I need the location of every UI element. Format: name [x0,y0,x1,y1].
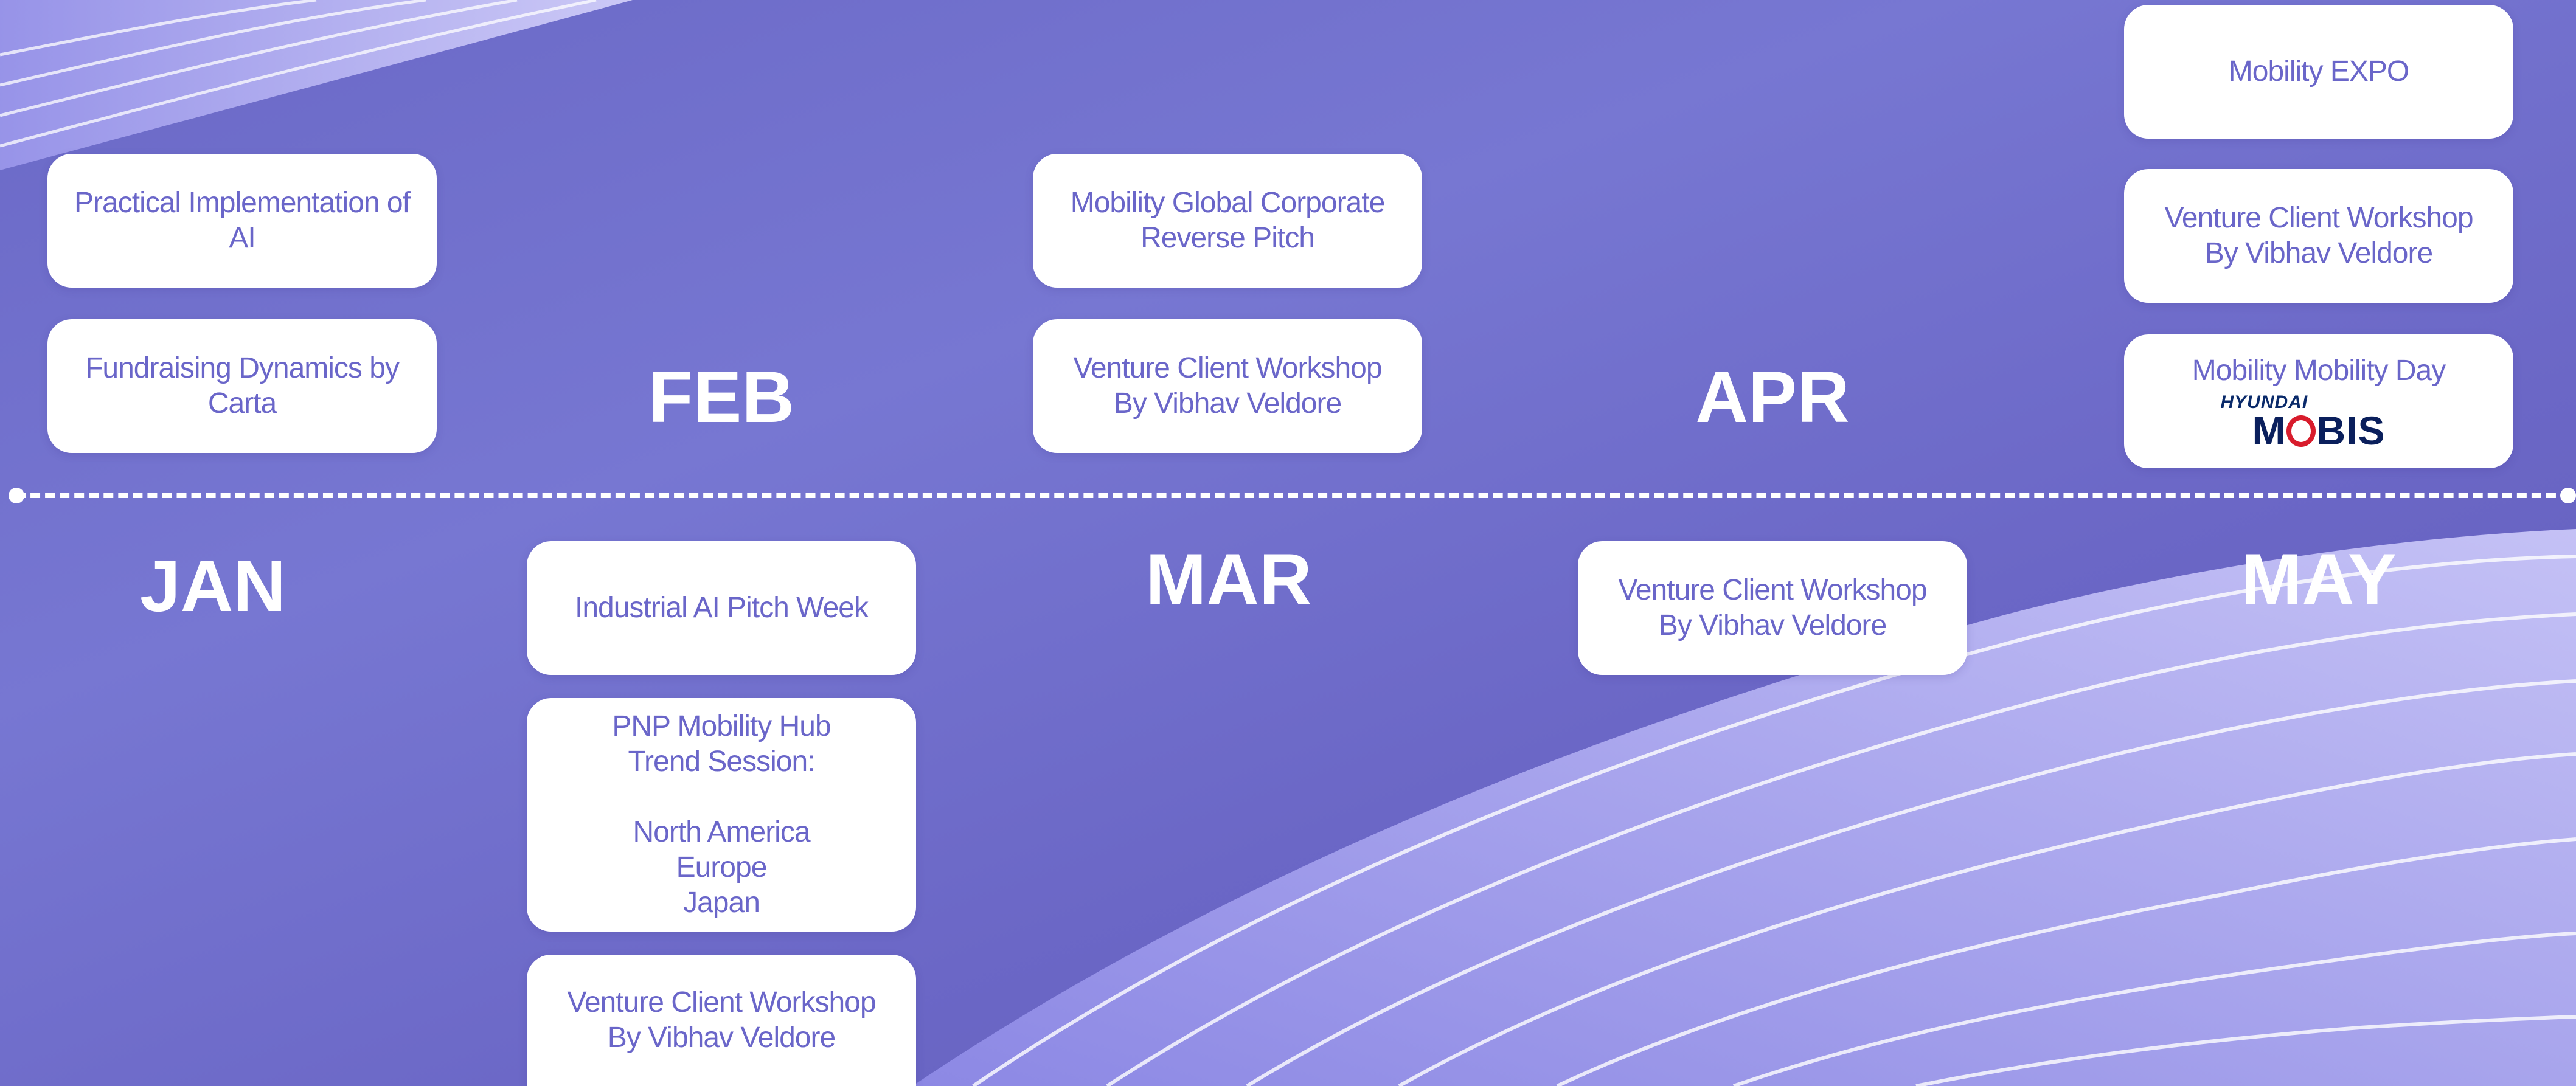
event-text-line: Mobility Global Corporate [1070,187,1386,219]
event-card-industrial-ai-pitch-week: Industrial AI Pitch Week [527,541,916,675]
event-text-line: Venture Client Workshop [1073,352,1382,384]
logo-o-ring-icon [2286,415,2316,447]
event-text-line: By Vibhav Veldore [607,1022,836,1054]
event-text-line: PNP Mobility Hub [612,710,831,742]
event-text-line: Carta [207,387,277,420]
event-text-line: Venture Client Workshop [1618,574,1927,606]
event-text-line: Reverse Pitch [1140,222,1315,254]
event-text-line: AI [229,222,255,254]
event-text-line: Fundraising Dynamics by [85,352,400,384]
month-label-feb: FEB [648,356,794,438]
logo-main-left: M [2252,408,2286,453]
logo-hyundai-text: HYUNDAI [2220,392,2308,412]
event-text-line: Europe [676,851,768,884]
month-label-mar: MAR [1145,539,1312,620]
event-text-line: Mobility EXPO [2228,55,2409,88]
month-label-may: MAY [2241,539,2397,620]
event-text-line: Trend Session: [628,745,815,778]
event-title: Mobility Mobility Day [2192,355,2446,387]
timeline-end-dot [2560,488,2576,503]
event-text-line: Industrial AI Pitch Week [574,592,869,624]
event-text-line: Japan [683,887,760,919]
event-card-mobility-expo: Mobility EXPO [2124,5,2513,139]
event-text-line: By Vibhav Veldore [1658,609,1887,642]
event-text-line: By Vibhav Veldore [1113,387,1342,420]
timeline-axis [16,493,2571,498]
event-text-line: By Vibhav Veldore [2204,237,2433,269]
event-text-line: North America [633,816,810,848]
event-text-line: Venture Client Workshop [2164,202,2473,234]
event-text-line: Venture Client Workshop [567,986,876,1019]
logo-main-right: BIS [2316,408,2386,453]
event-text-line: Practical Implementation of [74,187,411,219]
event-card-mobility-day: Mobility Mobility Day HYUNDAI M BIS [2124,334,2513,468]
hyundai-mobis-logo: HYUNDAI M BIS [2220,393,2386,453]
timeline-start-dot [9,488,24,503]
month-label-jan: JAN [139,545,286,627]
month-label-apr: APR [1695,356,1850,438]
